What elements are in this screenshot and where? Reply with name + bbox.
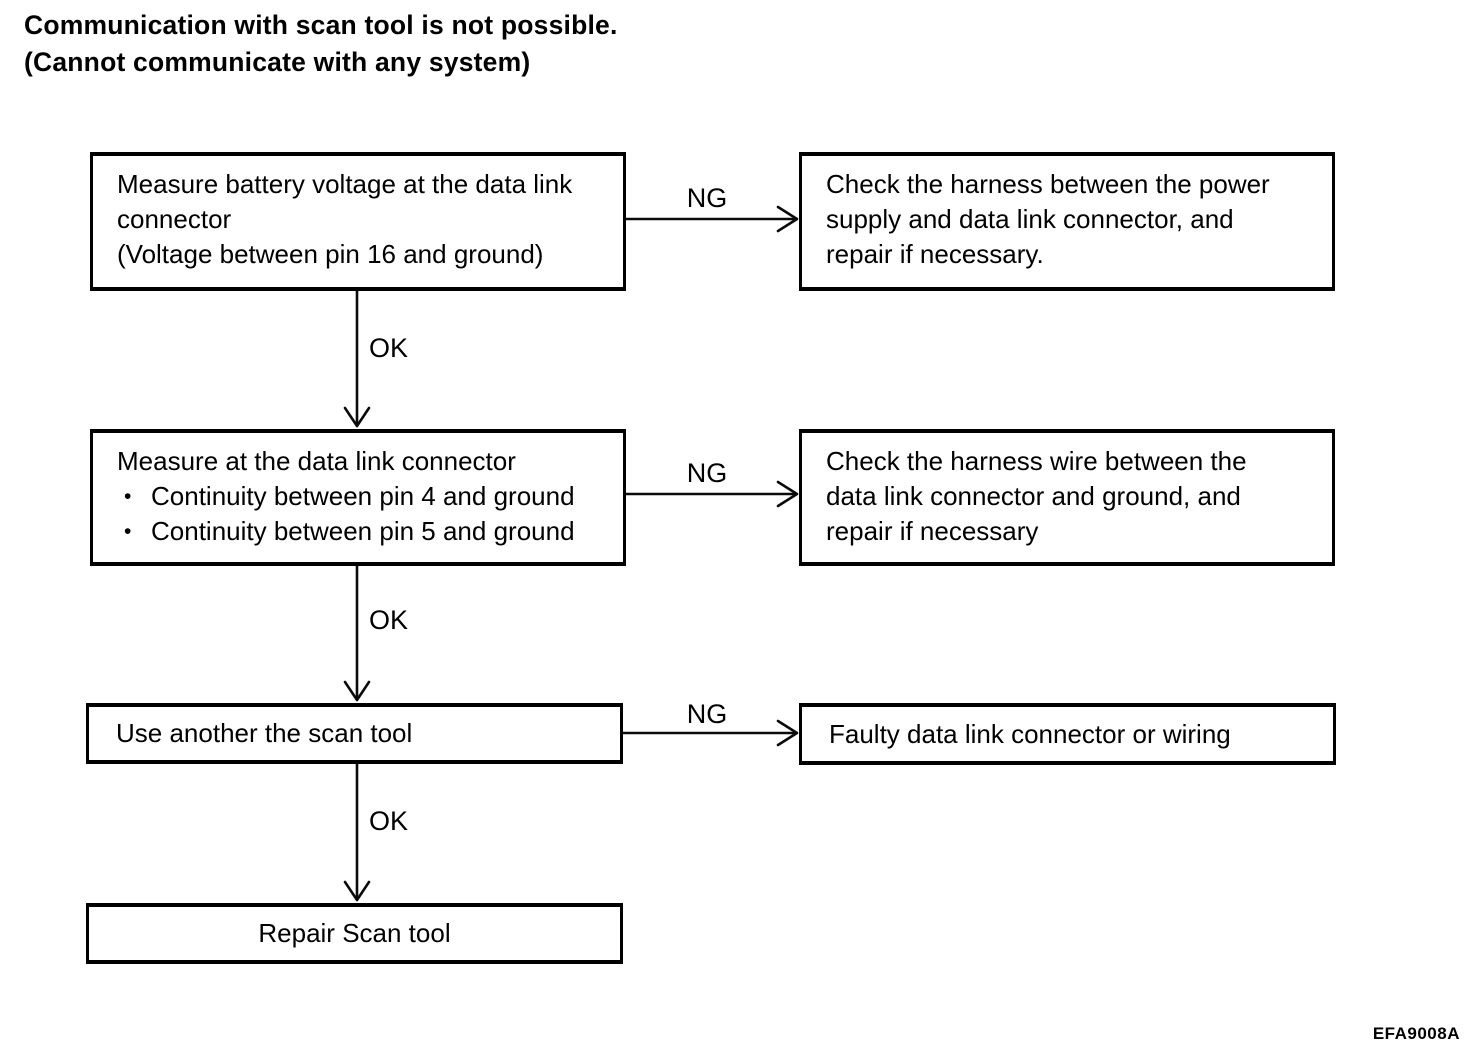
ok-label-1: OK [369, 333, 409, 363]
bullet-text: Continuity between pin 4 and ground [151, 481, 575, 511]
result-check-harness-ground: Check the harness wire between the data … [799, 429, 1335, 566]
step-use-another-scan-tool: Use another the scan tool [86, 703, 623, 764]
page-title-line-2: (Cannot communicate with any system) [24, 47, 531, 77]
page-title: Communication with scan tool is not poss… [24, 7, 618, 81]
bullet-icon: • [124, 520, 132, 543]
figure-code: EFA9008A [1372, 1024, 1460, 1043]
result-check-harness-power: Check the harness between the power supp… [799, 152, 1335, 291]
bullet-line: • Continuity between pin 5 and ground [117, 514, 613, 549]
bullet-line: • Continuity between pin 4 and ground [117, 479, 613, 514]
step-repair-scan-tool: Repair Scan tool [86, 903, 623, 964]
step-measure-continuity: Measure at the data link connector • Con… [90, 429, 626, 566]
box-text-line: connector [117, 204, 232, 234]
box-text-line: Repair Scan tool [258, 918, 451, 948]
bullet-text: Continuity between pin 5 and ground [151, 516, 575, 546]
ng-label-1: NG [686, 183, 728, 213]
box-text-line: Faulty data link connector or wiring [829, 718, 1231, 749]
box-text-line: Use another the scan tool [116, 718, 413, 748]
box-text-line: data link connector and ground, and [826, 481, 1241, 511]
ng-label-3: NG [686, 699, 728, 729]
box-text-line: supply and data link connector, and [826, 204, 1234, 234]
result-faulty-data-link-connector: Faulty data link connector or wiring [799, 703, 1336, 765]
arrow-ok-1 [343, 289, 371, 428]
step-measure-battery-voltage: Measure battery voltage at the data link… [90, 152, 626, 291]
box-text-line: Check the harness wire between the [826, 446, 1247, 476]
box-text-line: repair if necessary. [826, 239, 1044, 269]
page-title-line-1: Communication with scan tool is not poss… [24, 10, 618, 40]
box-text-line: (Voltage between pin 16 and ground) [117, 239, 544, 269]
ng-label-2: NG [686, 458, 728, 488]
box-text-line: Measure at the data link connector [117, 446, 516, 476]
arrow-ok-2 [343, 564, 371, 702]
ok-label-3: OK [369, 806, 409, 836]
box-text-line: Check the harness between the power [826, 169, 1270, 199]
arrow-ok-3 [343, 762, 371, 902]
bullet-icon: • [124, 485, 132, 508]
ok-label-2: OK [369, 605, 409, 635]
box-text-line: Measure battery voltage at the data link [117, 169, 573, 199]
box-text-line: repair if necessary [826, 516, 1039, 546]
